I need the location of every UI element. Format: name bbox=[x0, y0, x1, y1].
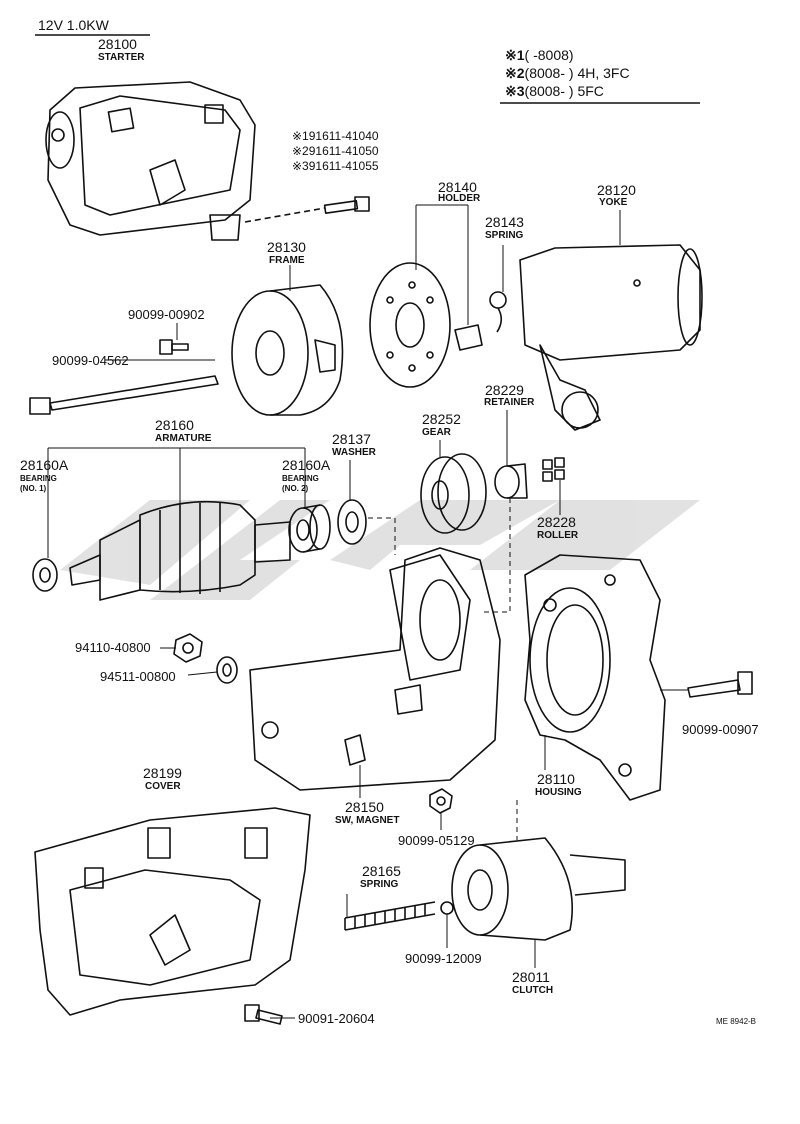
label-28160A-2-name: BEARING bbox=[282, 474, 319, 483]
label-28160-num: 28160 bbox=[155, 417, 194, 433]
magnet-switch bbox=[249, 547, 501, 791]
label-28143-num: 28143 bbox=[485, 214, 524, 230]
label-90099-12009: 90099-12009 bbox=[405, 951, 482, 966]
clutch-assembly bbox=[451, 837, 626, 941]
starter-cover bbox=[34, 807, 311, 1016]
label-28130-num: 28130 bbox=[267, 239, 306, 255]
label-94110-40800: 94110-40800 bbox=[75, 640, 151, 655]
label-90099-04562: 90099-04562 bbox=[52, 353, 129, 368]
nut-94110 bbox=[173, 633, 203, 663]
label-28165-num: 28165 bbox=[362, 863, 401, 879]
label-28160A-2-name2: (NO. 2) bbox=[282, 484, 309, 493]
note-2: ※2(8008- ) 4H, 3FC bbox=[505, 65, 630, 81]
commutator-frame bbox=[231, 284, 344, 416]
yoke bbox=[519, 244, 703, 431]
label-28150-num: 28150 bbox=[345, 799, 384, 815]
rollers bbox=[542, 457, 565, 482]
brush-holder bbox=[369, 262, 483, 388]
label-28199-num: 28199 bbox=[143, 765, 182, 781]
bearing-no2 bbox=[288, 504, 331, 553]
label-28150-name: SW, MAGNET bbox=[335, 815, 400, 826]
label-28137-num: 28137 bbox=[332, 431, 371, 447]
bolt-variant-3: ※391611-41055 bbox=[292, 159, 379, 173]
label-90091-20604: 90091-20604 bbox=[298, 1011, 375, 1026]
note-3: ※3(8008- ) 5FC bbox=[505, 83, 604, 99]
label-28160A-1-num: 28160A bbox=[20, 457, 69, 473]
label-28110-name: HOUSING bbox=[535, 787, 582, 798]
washer bbox=[337, 499, 367, 545]
label-90099-05129: 90099-05129 bbox=[398, 833, 475, 848]
label-28252-name: GEAR bbox=[422, 427, 451, 438]
label-28160-name: ARMATURE bbox=[155, 433, 212, 444]
footer-code: ME 8942-B bbox=[716, 1017, 757, 1026]
bolt-variants: ※191611-41040 ※291611-41050 ※391611-4105… bbox=[292, 129, 379, 173]
nut-90099-05129 bbox=[429, 788, 453, 814]
starter-assembly bbox=[45, 81, 256, 241]
bolt-variant-2: ※291611-41050 bbox=[292, 144, 379, 158]
label-28140-num: 28140 bbox=[438, 179, 477, 195]
label-28199-name: COVER bbox=[145, 781, 181, 792]
label-28130-name: FRAME bbox=[269, 255, 305, 266]
bolt-90091-20604 bbox=[244, 1004, 283, 1025]
washer-94511 bbox=[216, 656, 238, 684]
label-28140-name: HOLDER bbox=[438, 193, 481, 204]
label-28011-name: CLUTCH bbox=[512, 985, 554, 996]
bolt-90099-00907 bbox=[687, 671, 753, 698]
watermark-logo bbox=[60, 500, 700, 600]
brush-spring bbox=[489, 291, 507, 333]
label-94511-00800: 94511-00800 bbox=[100, 669, 176, 684]
label-28100-name: STARTER bbox=[98, 52, 145, 63]
label-28252-num: 28252 bbox=[422, 411, 461, 427]
bolt-91611 bbox=[244, 196, 370, 223]
armature bbox=[32, 500, 291, 601]
label-28160A-2-num: 28160A bbox=[282, 457, 331, 473]
through-bolt bbox=[29, 375, 219, 415]
label-28110-num: 28110 bbox=[537, 771, 575, 787]
label-28165-name: SPRING bbox=[360, 879, 399, 890]
label-28120-num: 28120 bbox=[597, 182, 636, 198]
steel-ball bbox=[440, 901, 454, 915]
label-28100-num: 28100 bbox=[98, 36, 137, 52]
label-28120-name: YOKE bbox=[599, 197, 628, 208]
label-90099-00902: 90099-00902 bbox=[128, 307, 205, 322]
note-1: ※1( -8008) bbox=[505, 47, 574, 63]
label-28228-num: 28228 bbox=[537, 514, 576, 530]
label-28137-name: WASHER bbox=[332, 447, 376, 458]
label-28160A-1-name: BEARING bbox=[20, 474, 57, 483]
roller-retainer bbox=[494, 463, 528, 499]
label-28229-name: RETAINER bbox=[484, 397, 535, 408]
label-28143-name: SPRING bbox=[485, 230, 524, 241]
reduction-gear bbox=[420, 453, 487, 534]
label-28160A-1-name2: (NO. 1) bbox=[20, 484, 47, 493]
label-28229-num: 28229 bbox=[485, 382, 524, 398]
clutch-spring bbox=[344, 901, 436, 931]
header-spec: 12V 1.0KW bbox=[38, 17, 109, 33]
label-28228-name: ROLLER bbox=[537, 530, 579, 541]
label-90099-00907: 90099-00907 bbox=[682, 722, 759, 737]
notes-block: ※1( -8008) ※2(8008- ) 4H, 3FC ※3(8008- )… bbox=[505, 47, 630, 98]
clutch-housing bbox=[524, 554, 666, 801]
screw-90099-00902 bbox=[159, 339, 189, 355]
label-28011-num: 28011 bbox=[512, 969, 550, 985]
bolt-variant-1: ※191611-41040 bbox=[292, 129, 379, 143]
